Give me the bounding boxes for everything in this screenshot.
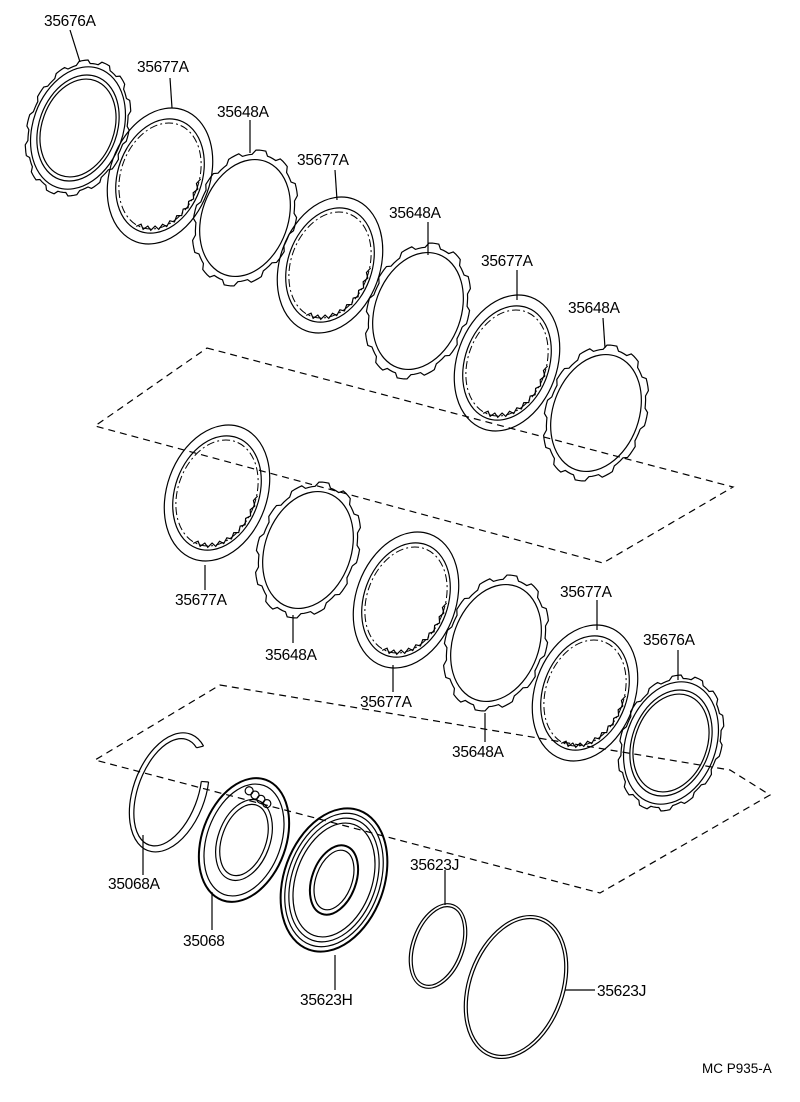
- label-35623j-small: 35623J: [410, 857, 459, 874]
- label-35677a-6: 35677A: [560, 584, 613, 601]
- dashed-group-box-lower: [93, 684, 772, 894]
- friction-disc-35677a-2: [276, 196, 384, 334]
- dashed-group-box-middle: [93, 347, 735, 564]
- label-35648a-1: 35648A: [217, 104, 270, 121]
- pressure-plate-35676a-top: [24, 59, 132, 197]
- steel-plate-35648a-4: [254, 481, 362, 619]
- snap-ring-35068a: [128, 732, 210, 853]
- label-35068a: 35068A: [108, 876, 161, 893]
- label-35648a-2: 35648A: [389, 205, 442, 222]
- steel-plate-35648a-5: [442, 574, 550, 712]
- leader-lines: [69, 29, 679, 991]
- label-35677a-1: 35677A: [137, 59, 190, 76]
- label-35623h: 35623H: [300, 992, 353, 1009]
- steel-plate-35648a-3: [542, 344, 650, 482]
- label-35677a-4: 35677A: [175, 592, 228, 609]
- friction-disc-35677a-3: [453, 294, 561, 432]
- label-35677a-2: 35677A: [297, 152, 350, 169]
- steel-plate-35648a-1: [191, 149, 299, 287]
- o-ring-35623j-small: [408, 903, 468, 989]
- label-35676a-top: 35676A: [44, 13, 97, 30]
- friction-disc-35677a-1: [106, 107, 214, 245]
- label-35677a-3: 35677A: [481, 253, 534, 270]
- friction-disc-35677a-4: [163, 424, 271, 562]
- o-ring-35623j-large: [463, 914, 569, 1060]
- label-35648a-4: 35648A: [265, 647, 318, 664]
- label-35648a-3: 35648A: [568, 300, 621, 317]
- friction-disc-35677a-6: [531, 624, 639, 762]
- label-35676a-bottom: 35676A: [643, 632, 696, 649]
- steel-plate-35648a-2: [364, 242, 472, 380]
- spring-retainer-35068: [197, 777, 291, 903]
- diagram-code: MC P935-A: [702, 1061, 772, 1076]
- friction-disc-35677a-5: [352, 531, 460, 669]
- label-35648a-5: 35648A: [452, 744, 505, 761]
- label-35068: 35068: [183, 933, 225, 950]
- pressure-plate-35676a-bottom: [617, 674, 725, 812]
- label-35623j-large: 35623J: [597, 983, 646, 1000]
- label-35677a-5: 35677A: [360, 694, 413, 711]
- piston-35623h: [279, 807, 389, 953]
- part-labels: 35676A 35677A 35648A 35677A 35648A 35677…: [44, 13, 772, 1076]
